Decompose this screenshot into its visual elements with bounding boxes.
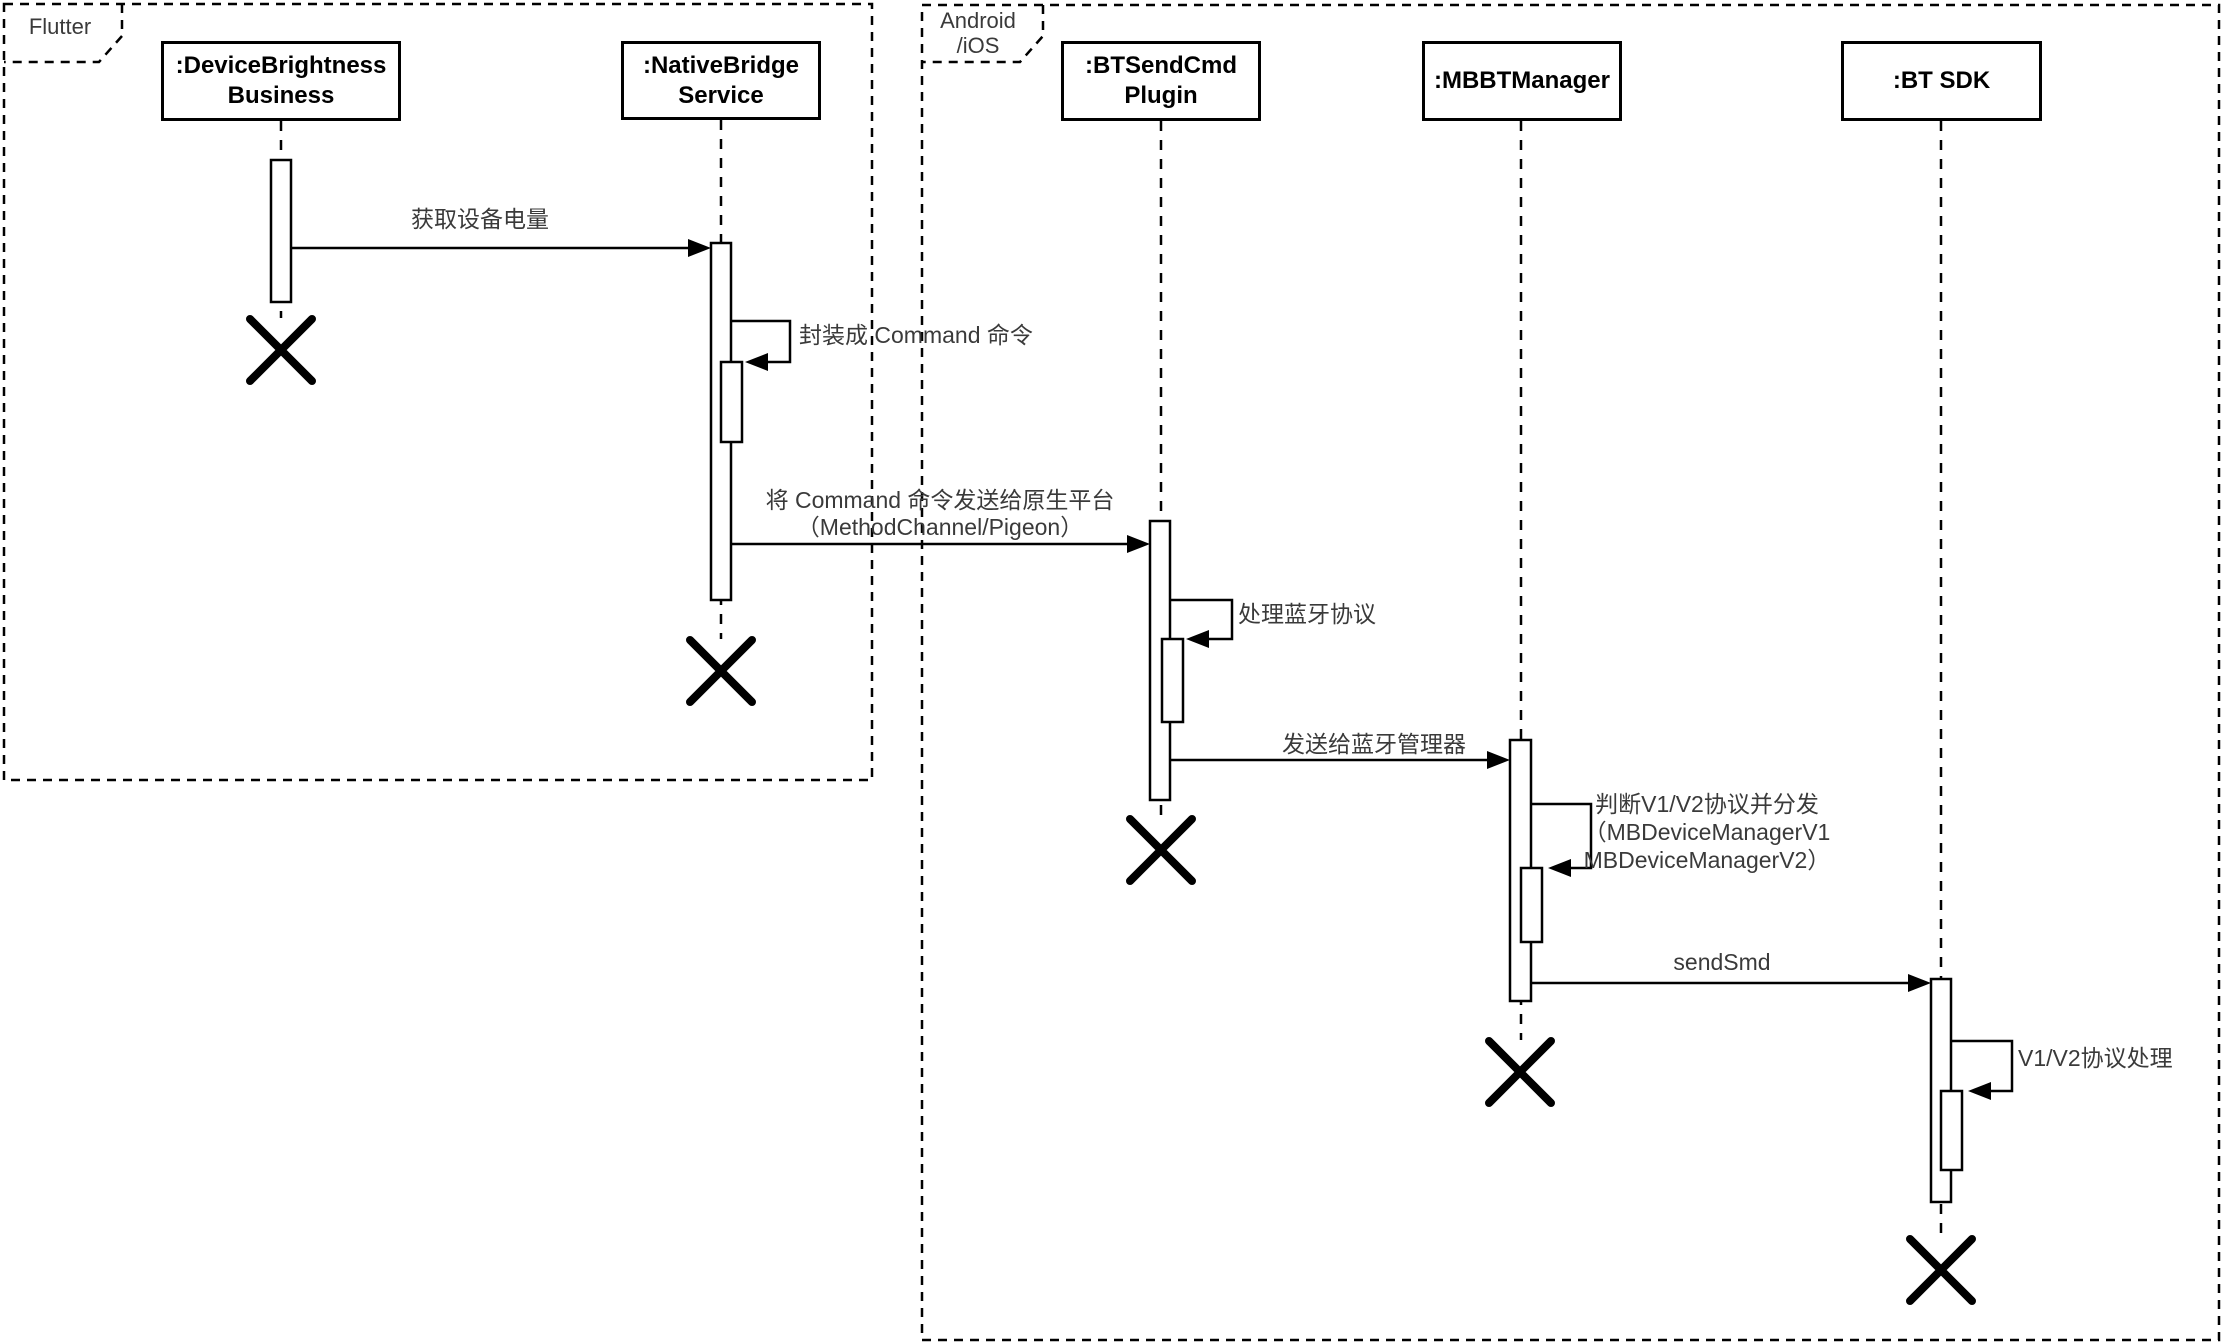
participant-device-brightness-business: :DeviceBrightness Business xyxy=(161,41,401,121)
destroy-x-device-brightness xyxy=(246,315,316,385)
participant-bt-sdk: :BT SDK xyxy=(1841,41,2042,121)
participant-bt-send-cmd-plugin: :BTSendCmd Plugin xyxy=(1061,41,1261,121)
arrowhead-handle-bt-protocol xyxy=(1186,630,1209,648)
arrowhead-send-to-native xyxy=(1127,535,1150,553)
message-label-judge-and-dispatch: 判断V1/V2协议并分发 （MBDeviceManagerV1 MBDevice… xyxy=(1583,791,1831,873)
flutter-frame-label: Flutter xyxy=(28,14,92,39)
activation-bt-send-cmd-nested xyxy=(1160,637,1185,724)
activation-native-bridge-nested xyxy=(719,360,744,444)
destroy-x-native-bridge xyxy=(686,636,756,706)
flutter-frame-label-outline xyxy=(4,4,124,64)
flutter-frame-border xyxy=(2,2,874,782)
message-label-v1v2-protocol-handle: V1/V2协议处理 xyxy=(2018,1045,2173,1071)
message-label-send-to-native: 将 Command 命令发送给原生平台 （MethodChannel/Pigeo… xyxy=(765,487,1115,540)
message-label-send-smd: sendSmd xyxy=(1673,949,1771,975)
arrowhead-wrap-command xyxy=(745,353,768,371)
android-ios-frame-label: Android /iOS xyxy=(940,8,1016,58)
self-message-wrap-command xyxy=(731,319,792,364)
message-label-wrap-command: 封装成 Command 命令 xyxy=(799,322,1033,348)
arrowhead-send-to-bt-manager xyxy=(1487,751,1510,769)
android-ios-frame-border xyxy=(920,3,2221,1342)
destroy-x-mbbt-manager xyxy=(1485,1037,1555,1107)
activation-bt-sdk-nested xyxy=(1939,1089,1964,1172)
self-message-v1v2-protocol-handle xyxy=(1951,1039,2014,1093)
message-label-send-to-bt-manager: 发送给蓝牙管理器 xyxy=(1282,731,1466,757)
arrowhead-v1v2-protocol-handle xyxy=(1968,1082,1991,1100)
arrowhead-get-battery xyxy=(688,239,711,257)
participant-mbbt-manager: :MBBTManager xyxy=(1422,41,1622,121)
self-message-judge-and-dispatch xyxy=(1531,802,1593,870)
android-ios-frame-label-outline xyxy=(922,5,1045,64)
destroy-x-bt-sdk xyxy=(1906,1235,1976,1305)
arrowhead-send-smd xyxy=(1908,974,1931,992)
activation-device-brightness xyxy=(269,158,293,304)
activation-mbbt-manager-nested xyxy=(1519,866,1544,944)
participant-native-bridge-service: :NativeBridge Service xyxy=(621,41,821,120)
arrowhead-judge-and-dispatch xyxy=(1548,859,1571,877)
message-label-get-battery: 获取设备电量 xyxy=(411,206,549,232)
message-label-handle-bt-protocol: 处理蓝牙协议 xyxy=(1238,601,1376,627)
destroy-x-bt-send-cmd xyxy=(1126,815,1196,885)
self-message-handle-bt-protocol xyxy=(1170,598,1234,641)
